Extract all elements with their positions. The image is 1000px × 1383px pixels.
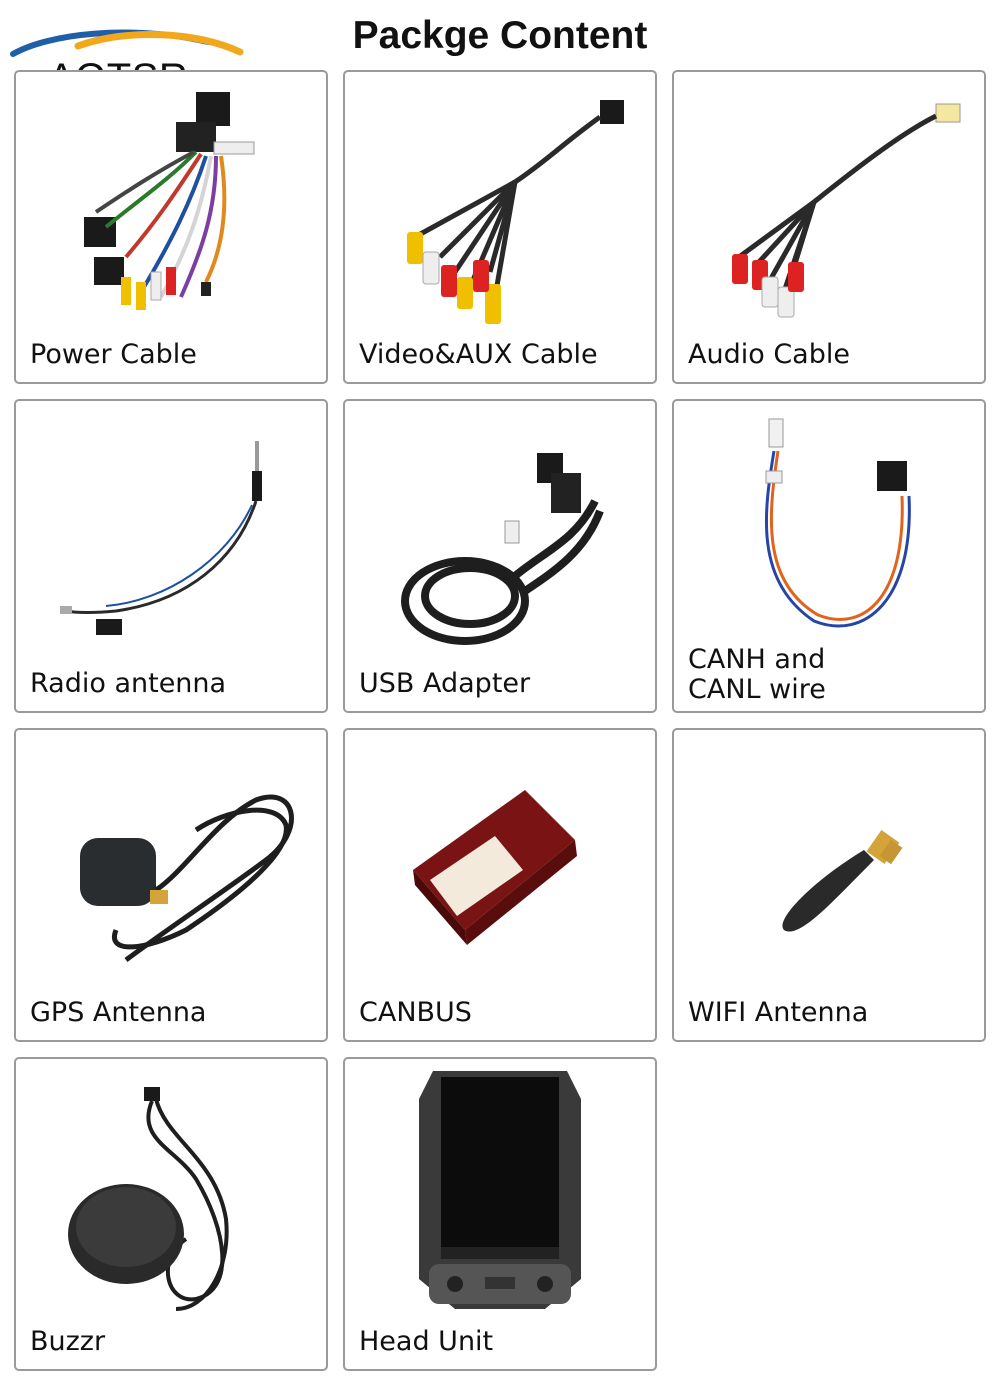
item-label: Video&AUX Cable bbox=[359, 339, 598, 370]
head-unit-icon bbox=[419, 1071, 581, 1309]
package-item-video-aux-cable: Video&AUX Cable bbox=[343, 70, 657, 384]
item-label: Power Cable bbox=[30, 339, 197, 370]
gps-antenna-icon bbox=[80, 794, 294, 963]
item-label: Audio Cable bbox=[688, 339, 850, 370]
package-item-canbus: CANBUS bbox=[343, 728, 657, 1042]
item-label-line-2: CANL wire bbox=[688, 674, 826, 705]
package-item-wifi-antenna: WIFI Antenna bbox=[672, 728, 986, 1042]
package-item-head-unit: Head Unit bbox=[343, 1057, 657, 1371]
canbus-box-icon bbox=[413, 790, 577, 945]
item-label: CANBUS bbox=[359, 997, 472, 1028]
video-aux-cable-icon bbox=[407, 100, 624, 324]
package-item-radio-antenna: Radio antenna bbox=[14, 399, 328, 713]
audio-cable-icon bbox=[732, 103, 961, 318]
package-item-audio-cable: Audio Cable bbox=[672, 70, 986, 384]
package-item-buzzer: Buzzr bbox=[14, 1057, 328, 1371]
item-label-line-1: CANH and bbox=[688, 644, 826, 675]
radio-antenna-icon bbox=[60, 441, 262, 635]
package-item-usb-adapter: USB Adapter bbox=[343, 399, 657, 713]
wifi-antenna-icon bbox=[782, 830, 903, 932]
item-label: USB Adapter bbox=[359, 668, 531, 699]
item-label: GPS Antenna bbox=[30, 997, 207, 1028]
buzzer-icon bbox=[68, 1087, 229, 1311]
item-label: Head Unit bbox=[359, 1326, 494, 1357]
item-label: Buzzr bbox=[30, 1326, 106, 1357]
package-item-canh-canl-wire: CANH and CANL wire bbox=[672, 399, 986, 713]
logo-swoosh-icon bbox=[10, 29, 244, 57]
item-label: Radio antenna bbox=[30, 668, 227, 699]
usb-adapter-icon bbox=[401, 453, 604, 645]
canh-canl-wire-icon bbox=[764, 418, 911, 628]
item-label: CANH and CANL wire bbox=[688, 645, 826, 705]
item-label: WIFI Antenna bbox=[688, 997, 869, 1028]
package-item-gps-antenna: GPS Antenna bbox=[14, 728, 328, 1042]
package-item-power-cable: Power Cable bbox=[14, 70, 328, 384]
power-cable-icon bbox=[84, 92, 255, 310]
page-title: Packge Content bbox=[352, 14, 648, 57]
